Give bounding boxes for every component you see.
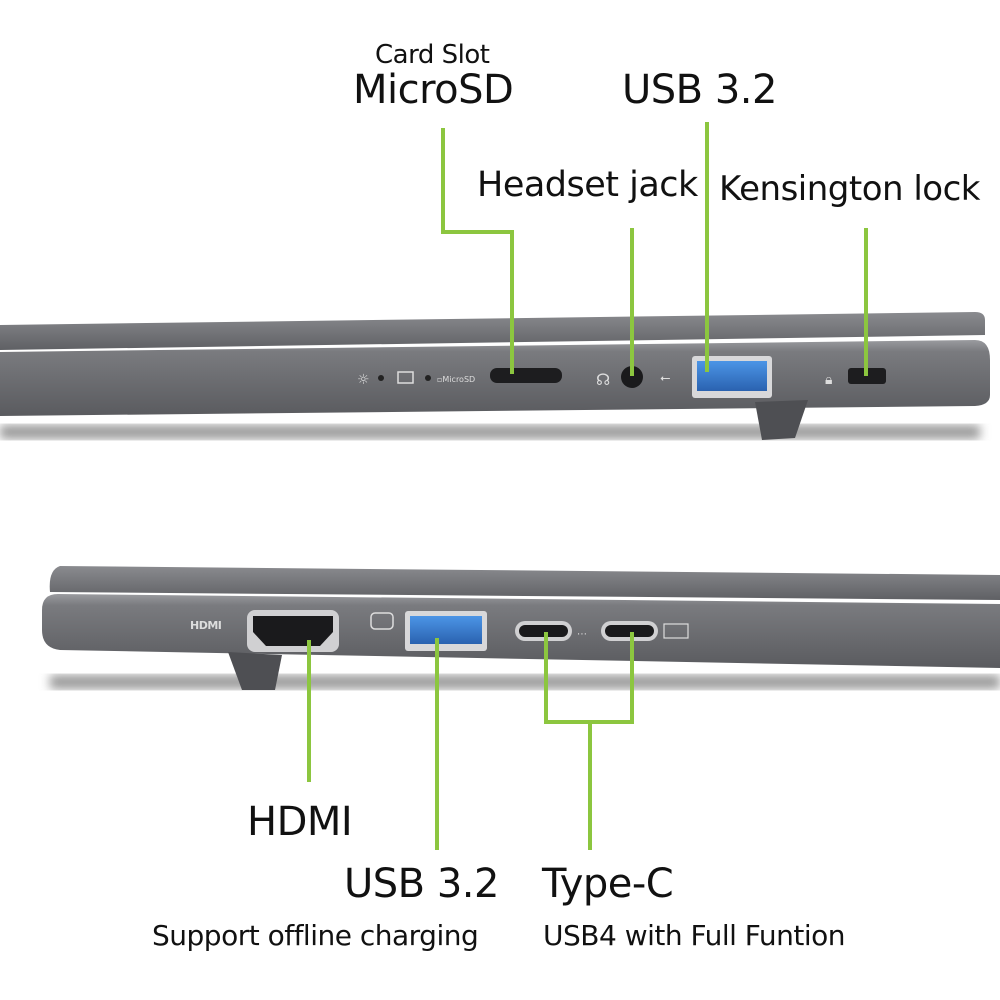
lid [0, 312, 985, 350]
usb-charge-icon [370, 612, 394, 630]
callout-lines [307, 122, 868, 850]
label-typec-note: USB4 with Full Funtion [543, 919, 845, 952]
lid [49, 566, 1000, 600]
svg-text:⋯: ⋯ [577, 629, 587, 640]
hdmi-port-print: HDMI [190, 619, 222, 632]
shadow [0, 425, 980, 439]
label-usb32-note: Support offline charging [152, 919, 479, 952]
label-usb32-top: USB 3.2 [622, 67, 777, 113]
label-type-c: Type-C [542, 861, 674, 907]
headset-jack [621, 366, 643, 388]
laptop-left-side: ⋯ [42, 566, 1000, 690]
foot [228, 652, 282, 690]
laptop-right-side: ☼ ▫MicroSD ☊ ⭠ 🔒︎ [0, 312, 990, 440]
microsd-line [441, 128, 514, 374]
label-microsd: MicroSD [353, 67, 514, 113]
battery-icon [397, 371, 414, 384]
battery-led [425, 375, 431, 381]
label-hdmi: HDMI [247, 799, 353, 845]
light-icon: ☼ [357, 372, 370, 388]
microsd-print: ▫MicroSD [437, 375, 475, 384]
lock-icon: 🔒︎ [825, 372, 832, 388]
foot [755, 400, 808, 440]
label-headset-jack: Headset jack [477, 165, 698, 205]
headset-icon: ☊ [596, 370, 610, 389]
microsd-slot [490, 368, 562, 383]
usb4-icon [663, 623, 689, 639]
usb-icon: ⭠ [660, 371, 670, 386]
shadow [50, 675, 1000, 689]
label-card-slot: Card Slot [375, 40, 490, 70]
label-kensington-lock: Kensington lock [719, 169, 980, 209]
power-led [378, 375, 384, 381]
label-usb32-bottom: USB 3.2 [344, 861, 499, 907]
